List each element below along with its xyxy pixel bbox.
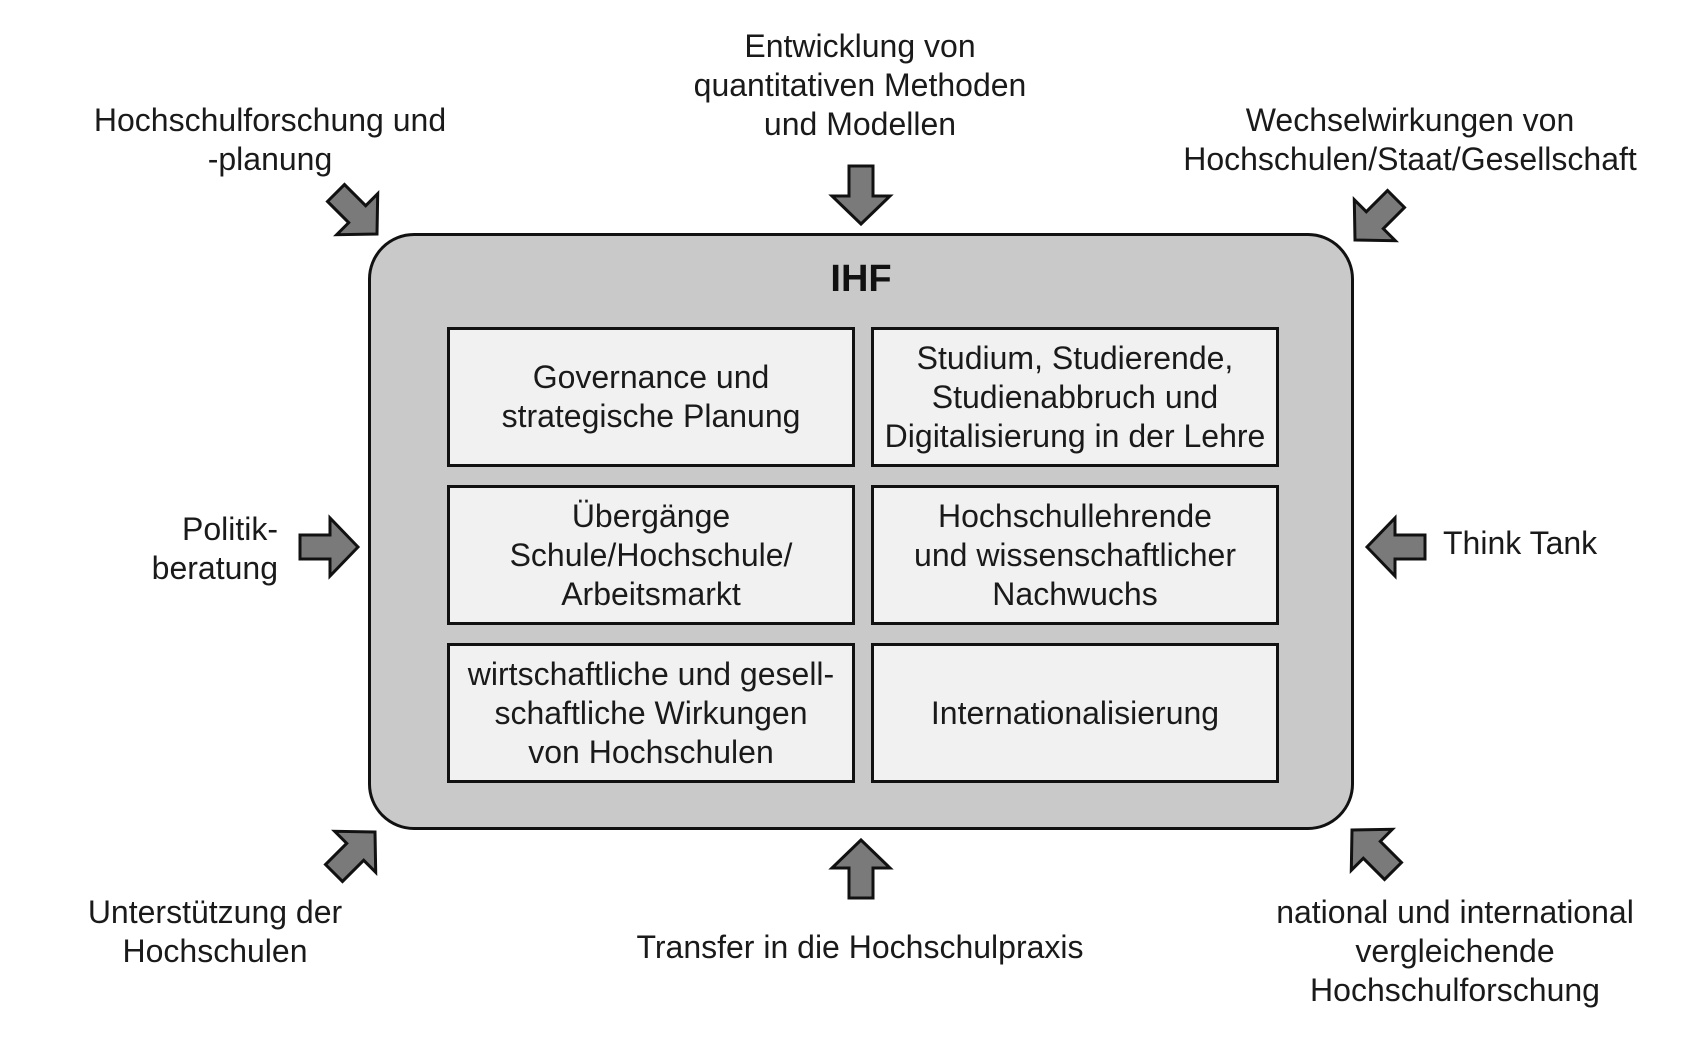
arrow-bottom-icon — [830, 838, 892, 900]
cell-uebergaenge: Übergänge Schule/Hochschule/ Arbeitsmark… — [447, 485, 855, 625]
arrow-bottom-right-icon — [1329, 807, 1416, 894]
label-bottom-left: Unterstützung der Hochschulen — [87, 894, 343, 969]
cell-governance: Governance und strategische Planung — [447, 327, 855, 467]
ihf-box: IHF Governance und strategische Planung … — [368, 233, 1354, 830]
arrow-top-right-icon — [1332, 176, 1419, 263]
label-top-left: Hochschulforschung und -planung — [93, 102, 447, 177]
arrow-bottom-left-icon — [311, 809, 398, 896]
arrow-top-icon — [830, 164, 892, 226]
label-top: Entwicklung von quantitativen Methoden u… — [693, 28, 1027, 142]
label-bottom: Transfer in die Hochschulpraxis — [636, 929, 1084, 965]
label-left: Politik- beratung — [151, 511, 278, 586]
cell-wirkungen: wirtschaftliche und gesell- schaftliche … — [447, 643, 855, 783]
cell-studium: Studium, Studierende, Studienabbruch und… — [871, 327, 1279, 467]
label-right: Think Tank — [1443, 525, 1598, 561]
arrow-right-icon — [1365, 516, 1427, 578]
cell-internationalisierung: Internationalisierung — [871, 643, 1279, 783]
arrow-left-icon — [298, 516, 360, 578]
ihf-title: IHF — [830, 258, 892, 300]
cell-hochschullehrende: Hochschullehrende und wissenschaftlicher… — [871, 485, 1279, 625]
label-bottom-right: national und international vergleichende… — [1276, 894, 1634, 1008]
label-top-right: Wechselwirkungen von Hochschulen/Staat/G… — [1183, 102, 1637, 177]
